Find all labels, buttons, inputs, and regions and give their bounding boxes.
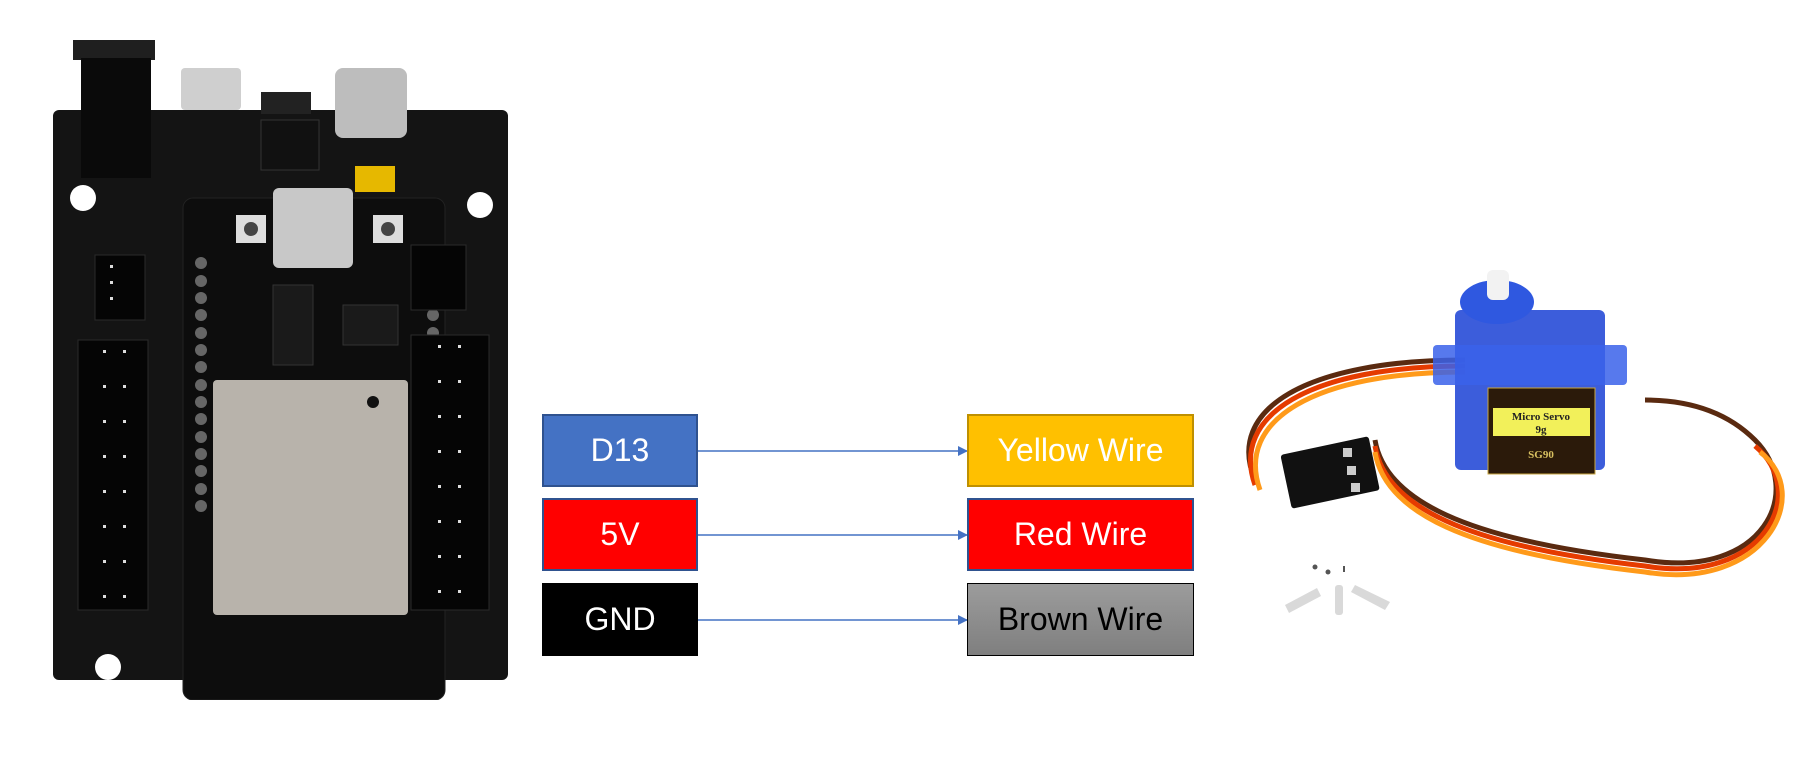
pin-label-5v: 5V <box>600 516 640 552</box>
pin-label-d13: D13 <box>590 432 650 468</box>
wire-box-yellow: Yellow Wire <box>967 414 1194 487</box>
servo-label-line1: Micro Servo <box>1512 411 1571 423</box>
wire-label-yellow: Yellow Wire <box>997 432 1164 468</box>
wire-box-brown: Brown Wire <box>967 583 1194 656</box>
pin-box-5v: 5V <box>542 498 698 571</box>
wire-label-red: Red Wire <box>1013 516 1148 552</box>
esp32-board-graphic <box>53 40 508 700</box>
wire-box-red: Red Wire <box>967 498 1194 571</box>
servo-graphic: Micro Servo 9g SG90 <box>1246 270 1785 615</box>
sg90-servo-image: Micro Servo 9g SG90 <box>1225 270 1810 630</box>
pin-label-gnd: GND <box>584 601 656 637</box>
pin-box-d13: D13 <box>542 414 698 487</box>
wire-label-brown: Brown Wire <box>997 601 1164 637</box>
servo-label-line2: 9g <box>1536 424 1548 436</box>
esp32-board-image <box>53 40 513 700</box>
servo-model: SG90 <box>1528 449 1554 461</box>
pin-box-gnd: GND <box>542 583 698 656</box>
